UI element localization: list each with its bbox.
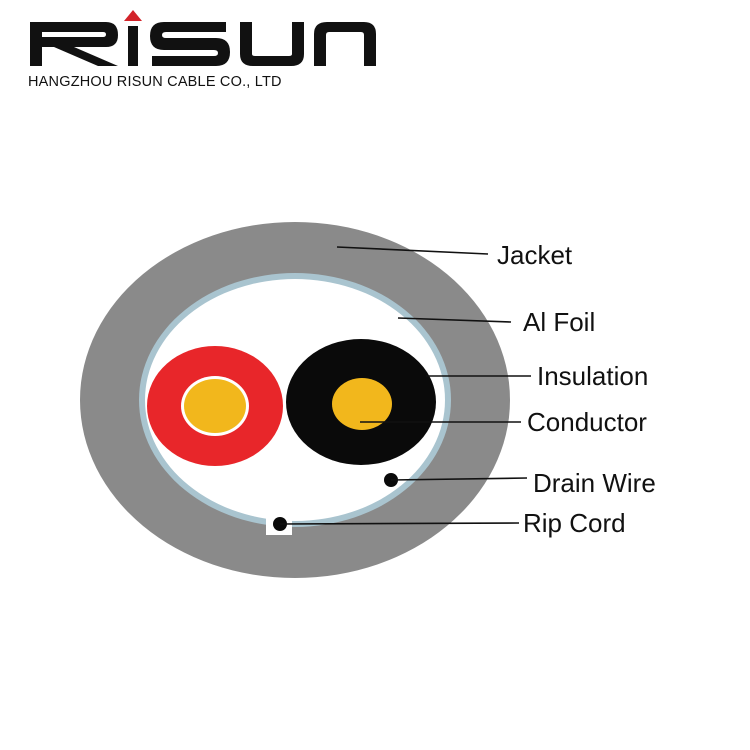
company-name: HANGZHOU RISUN CABLE CO., LTD	[28, 74, 282, 90]
label-conductor: Conductor	[527, 407, 647, 437]
leader-line-drain-wire	[390, 477, 528, 481]
logo-letter-u	[240, 22, 304, 66]
logo-accent-mark	[124, 10, 142, 21]
label-jacket: Jacket	[497, 240, 573, 270]
leader-line-rip-cord	[279, 522, 520, 525]
leader-line-jacket	[336, 246, 489, 255]
risun-logo-mark	[30, 10, 376, 66]
label-rip-cord: Rip Cord	[523, 508, 626, 538]
logo-letter-s	[150, 22, 230, 66]
conductor-red-core	[184, 379, 246, 433]
label-drain-wire: Drain Wire	[533, 468, 656, 498]
label-al-foil: Al Foil	[523, 307, 595, 337]
label-insulation: Insulation	[537, 361, 648, 391]
leader-line-foil	[397, 317, 512, 323]
conductor-black-core	[332, 378, 392, 430]
logo-letter-i	[128, 26, 138, 66]
logo-letter-n	[314, 22, 376, 66]
logo-letter-r	[30, 22, 118, 66]
company-logo: HANGZHOU RISUN CABLE CO., LTD	[14, 4, 386, 102]
